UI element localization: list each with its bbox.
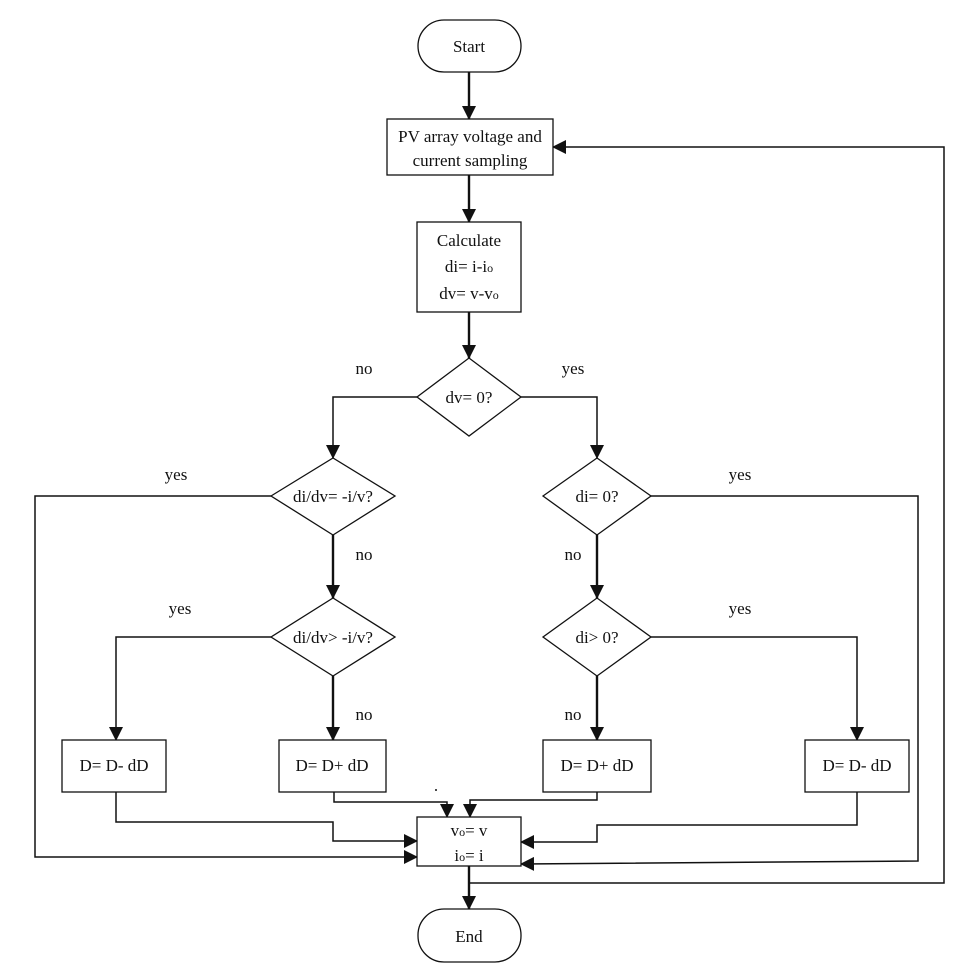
arrow-incl-update: [333, 792, 454, 818]
sampling-line-1: PV array voltage and: [398, 127, 542, 146]
arrow-eq-yes: [34, 495, 418, 864]
label-no: no: [565, 545, 582, 564]
label-no: no: [565, 705, 582, 724]
node-update: vo= v io= i: [416, 816, 522, 867]
label-no: no: [356, 545, 373, 564]
update-i: io= i: [454, 846, 484, 865]
decision-shape: [415, 357, 523, 437]
decision-label: di/dv> -i/v?: [293, 628, 373, 647]
arrow-dv-yes: [521, 396, 604, 459]
decision-di-zero: di= 0?: [541, 457, 653, 536]
process-shape: [278, 739, 387, 793]
decision-shape: [541, 457, 653, 536]
label-yes: yes: [729, 599, 752, 618]
calc-di: di= i-io: [445, 257, 493, 276]
arrow-dz-yes: [520, 495, 919, 871]
update-v: vo= v: [451, 821, 488, 840]
calc-title: Calculate: [437, 231, 501, 250]
terminal-shape: [417, 908, 522, 963]
process-label: D= D+ dD: [295, 756, 368, 775]
node-calculate: Calculate di= i-io dv= v-vo: [416, 221, 522, 313]
process-shape: [416, 816, 522, 867]
arrow-dg-yes: [651, 636, 864, 741]
decision-dv-zero: dv= 0?: [415, 357, 523, 437]
decision-shape: [269, 597, 397, 677]
label-no: no: [356, 359, 373, 378]
decision-shape: [541, 597, 653, 677]
label-yes: yes: [165, 465, 188, 484]
process-label: D= D- dD: [822, 756, 891, 775]
process-label: D= D- dD: [79, 756, 148, 775]
decision-label: di= 0?: [575, 487, 618, 506]
label-no: no: [356, 705, 373, 724]
label-yes: yes: [729, 465, 752, 484]
process-shape: [416, 221, 522, 313]
branch-labels: no yes yes no yes no yes no yes no: [165, 359, 752, 724]
terminal-shape: [417, 19, 522, 73]
label-yes: yes: [169, 599, 192, 618]
arrow-decl-update: [115, 792, 418, 848]
decision-didv-eq: di/dv= -i/v?: [269, 457, 397, 536]
node-start: Start: [417, 19, 522, 73]
node-sampling: PV array voltage and current sampling: [386, 118, 554, 176]
decision-label: di/dv= -i/v?: [293, 487, 373, 506]
node-end: End: [417, 908, 522, 963]
node-decrement-left: D= D- dD: [61, 739, 167, 793]
calc-dv: dv= v-vo: [439, 284, 499, 303]
arrow-dv-no: [326, 396, 417, 459]
node-decrement-right: D= D- dD: [804, 739, 910, 793]
process-shape: [542, 739, 652, 793]
decision-label: dv= 0?: [446, 388, 493, 407]
sampling-line-2: current sampling: [413, 151, 528, 170]
decision-label: di> 0?: [575, 628, 618, 647]
decision-shape: [269, 457, 397, 536]
decision-didv-gt: di/dv> -i/v?: [269, 597, 397, 677]
process-shape: [386, 118, 554, 176]
decision-di-gt: di> 0?: [541, 597, 653, 677]
arrow-incr-update: [463, 792, 598, 818]
stray-dot: [435, 789, 437, 791]
connectors: [34, 72, 945, 910]
arrow-gt-yes: [109, 636, 271, 741]
node-increment-right: D= D+ dD: [542, 739, 652, 793]
label-yes: yes: [562, 359, 585, 378]
end-label: End: [455, 927, 483, 946]
process-shape: [804, 739, 910, 793]
process-shape: [61, 739, 167, 793]
arrow-loop-back: [469, 140, 945, 884]
arrow-decr-update: [520, 792, 858, 849]
node-increment-left: D= D+ dD: [278, 739, 387, 793]
start-label: Start: [453, 37, 485, 56]
process-label: D= D+ dD: [560, 756, 633, 775]
